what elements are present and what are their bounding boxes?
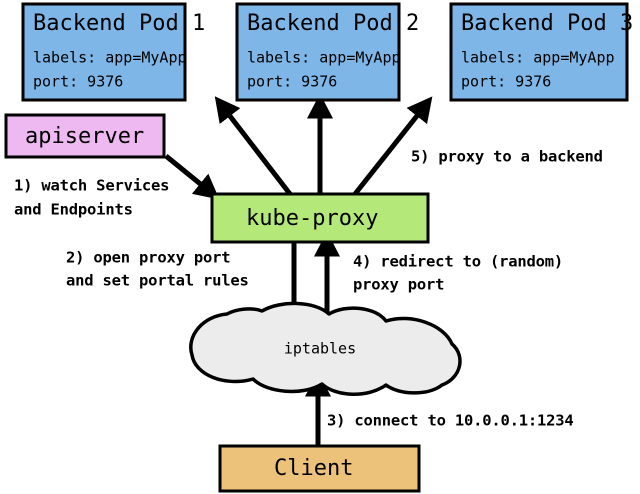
backend-pod-2-port: port: 9376 [247, 73, 337, 91]
backend-pod-1-port: port: 9376 [33, 73, 123, 91]
apiserver-label: apiserver [25, 124, 144, 149]
step-3-line-1: 3) connect to 10.0.0.1:1234 [327, 412, 574, 430]
kube-proxy-box[interactable] [210, 192, 430, 244]
backend-pod-3-title: Backend Pod 3 [461, 11, 633, 36]
backend-pod-2-title: Backend Pod 2 [247, 11, 419, 36]
backend-pod-3-port: port: 9376 [461, 73, 551, 91]
backend-pod-2-box[interactable] [235, 2, 401, 102]
backend-pod-3-box[interactable] [449, 2, 629, 102]
cloud-shape [189, 301, 462, 396]
client-label: Client [274, 456, 353, 481]
step-4-line-1: 4) redirect to (random) [353, 253, 563, 271]
iptables-label: iptables [284, 340, 356, 358]
kube-proxy-node[interactable]: kube-proxy [210, 192, 430, 244]
step-2-label: 2) open proxy port and set portal rules [66, 249, 249, 290]
backend-pod-1-box[interactable] [21, 2, 187, 102]
edge-kubeproxy-to-pod1 [214, 96, 292, 196]
edge-kubeproxy-to-pod3 [353, 96, 433, 196]
step-4-line-2: proxy port [353, 276, 444, 294]
backend-pod-3-labels: labels: app=MyApp [461, 49, 615, 67]
step-2-line-1: 2) open proxy port [66, 249, 230, 267]
step-4-label: 4) redirect to (random) proxy port [353, 253, 563, 294]
client-box[interactable] [218, 444, 421, 493]
backend-pod-3[interactable]: Backend Pod 3 labels: app=MyApp port: 93… [449, 2, 633, 102]
backend-pod-1[interactable]: Backend Pod 1 labels: app=MyApp port: 93… [21, 2, 205, 102]
apiserver-node[interactable]: apiserver [4, 113, 166, 159]
step-1-line-1: 1) watch Services [14, 177, 169, 195]
backend-pod-1-title: Backend Pod 1 [33, 11, 205, 36]
step-1-label: 1) watch Services and Endpoints [14, 177, 169, 219]
step-labels-layer: 1) watch Services and Endpoints 2) open … [14, 148, 603, 430]
backend-pod-2[interactable]: Backend Pod 2 labels: app=MyApp port: 93… [235, 2, 419, 102]
backend-pod-1-labels: labels: app=MyApp [33, 49, 187, 67]
step-1-line-2: and Endpoints [14, 201, 133, 219]
step-5-label: 5) proxy to a backend [411, 148, 603, 166]
step-5-line-1: 5) proxy to a backend [411, 148, 603, 166]
client-node[interactable]: Client [218, 444, 421, 493]
backend-pod-2-labels: labels: app=MyApp [247, 49, 401, 67]
edge-apiserver-to-kubeproxy [164, 154, 220, 200]
apiserver-box[interactable] [4, 113, 166, 159]
step-2-line-2: and set portal rules [66, 272, 249, 290]
iptables-cloud: iptables [189, 301, 462, 396]
kube-proxy-label: kube-proxy [246, 206, 378, 231]
step-3-label: 3) connect to 10.0.0.1:1234 [327, 412, 574, 430]
